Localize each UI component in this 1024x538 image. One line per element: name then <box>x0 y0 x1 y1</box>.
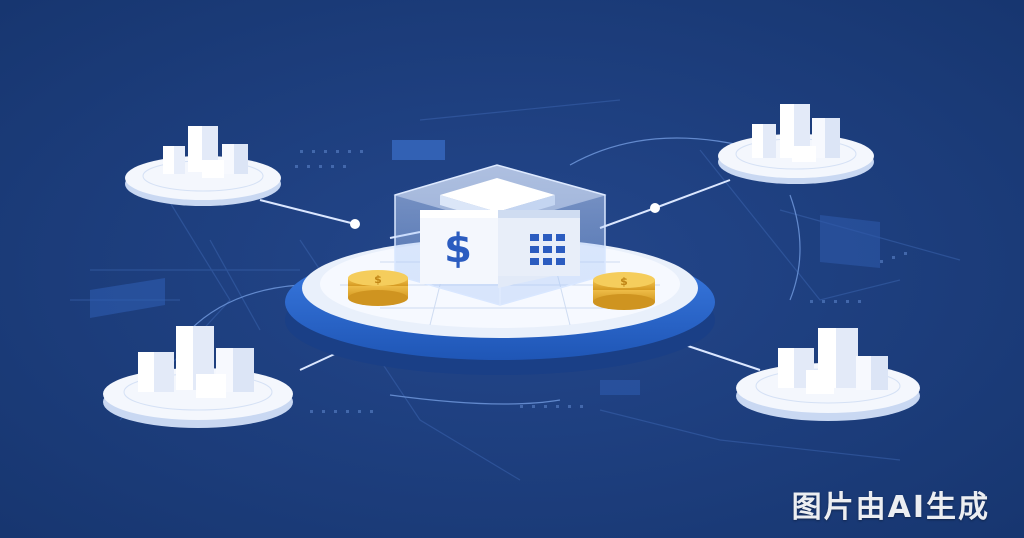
office-buildings-icon <box>778 328 888 394</box>
node-bottom-left <box>103 326 293 428</box>
dollar-sign-icon: $ <box>444 226 472 272</box>
office-buildings-icon <box>163 126 248 178</box>
svg-text:$: $ <box>374 273 382 286</box>
coin-stack-icon: $ <box>348 270 408 306</box>
node-bottom-right <box>736 328 920 421</box>
office-buildings-icon <box>752 104 840 162</box>
ai-generated-watermark: 图片由AI生成 <box>791 490 990 525</box>
office-buildings-icon <box>138 326 254 398</box>
data-dots <box>295 150 907 413</box>
svg-text:$: $ <box>620 275 628 288</box>
building-windows <box>530 234 565 265</box>
node-top-right <box>718 104 874 184</box>
coin-stack-icon: $ <box>593 272 655 310</box>
node-top-left <box>125 126 281 206</box>
floating-panels <box>90 140 880 395</box>
